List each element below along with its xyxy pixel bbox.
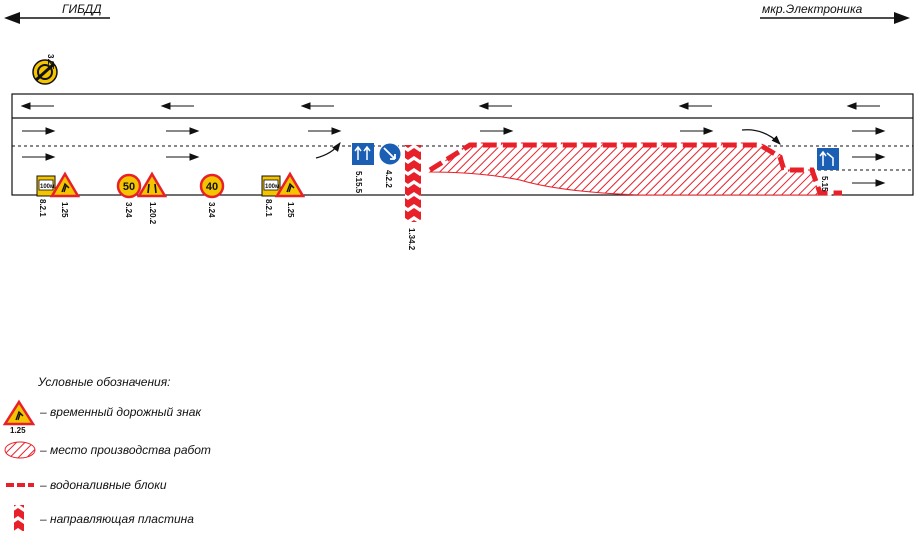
- legend-item-temp-sign: – временный дорожный знак: [39, 405, 202, 419]
- sign-1-20-2: 1.20.2: [136, 171, 168, 225]
- sign-5-15-5-code: 5.15.5: [354, 171, 363, 194]
- sign-1-25-code-a: 1.25: [60, 202, 69, 218]
- lane-arrows-left: [20, 102, 880, 110]
- legend-work-zone-icon: [4, 441, 36, 459]
- sign-5-15-5: 5.15.5: [352, 143, 374, 194]
- legend: Условные обозначения: 1.25 – временный д…: [2, 375, 211, 531]
- legend-guide-plate-icon: [14, 505, 24, 531]
- sign-1-20-2-code: 1.20.2: [148, 202, 157, 225]
- sign-3-24-b-code: 3.24: [207, 202, 216, 218]
- legend-title: Условные обозначения:: [37, 375, 170, 389]
- sign-1-34-2-code: 1.34.2: [407, 228, 416, 251]
- sign-4-2-2: 4.2.2: [378, 142, 402, 188]
- sign-8-2-1-code-b: 8.2.1: [264, 199, 273, 217]
- sign-3-25-code: 3.25: [46, 54, 55, 70]
- sign-1-25-code-b: 1.25: [286, 202, 295, 218]
- lane-arrows-right-2: [22, 153, 886, 187]
- sign-5-15: 5.15: [817, 148, 839, 192]
- merge-arrow: [315, 142, 341, 159]
- direction-right-label: мкр.Электроника: [762, 2, 863, 16]
- legend-temp-sign-icon: 1.25: [2, 399, 36, 435]
- legend-item-work-zone: – место производства работ: [39, 443, 211, 457]
- direction-right: мкр.Электроника: [760, 2, 910, 24]
- lane-arrows-right-1: [22, 127, 886, 135]
- direction-left-label: ГИБДД: [62, 2, 102, 16]
- sign-3-24-a-code: 3.24: [124, 202, 133, 218]
- sign-3-24-b: 40 3.24: [199, 173, 225, 218]
- sign-group-b: 100м 8.2.1 1.25: [261, 171, 306, 218]
- sign-8-2-1-code-a: 8.2.1: [38, 199, 47, 217]
- return-arrow: [741, 129, 781, 145]
- sign-4-2-2-code: 4.2.2: [384, 170, 393, 188]
- sign-1-34-2: 1.34.2: [405, 145, 421, 251]
- legend-item-guide-plate: – направляющая пластина: [39, 512, 194, 526]
- legend-sign-code: 1.25: [10, 426, 26, 435]
- sign-3-24-b-value: 40: [206, 181, 218, 193]
- sign-3-25: 3.25: [32, 54, 58, 85]
- direction-left: ГИБДД: [4, 2, 110, 24]
- water-barriers: [428, 142, 842, 196]
- sign-3-24-a-value: 50: [123, 181, 135, 193]
- sign-3-24-a: 50 3.24: [116, 173, 142, 218]
- sign-group-a: 100м 8.2.1 1.25: [36, 171, 81, 218]
- sign-5-15-code: 5.15: [820, 176, 829, 192]
- sign-8-2-1-plate-b: 100м: [265, 184, 280, 190]
- sign-8-2-1-plate-a: 100м: [40, 184, 55, 190]
- legend-item-barriers: – водоналивные блоки: [39, 478, 167, 492]
